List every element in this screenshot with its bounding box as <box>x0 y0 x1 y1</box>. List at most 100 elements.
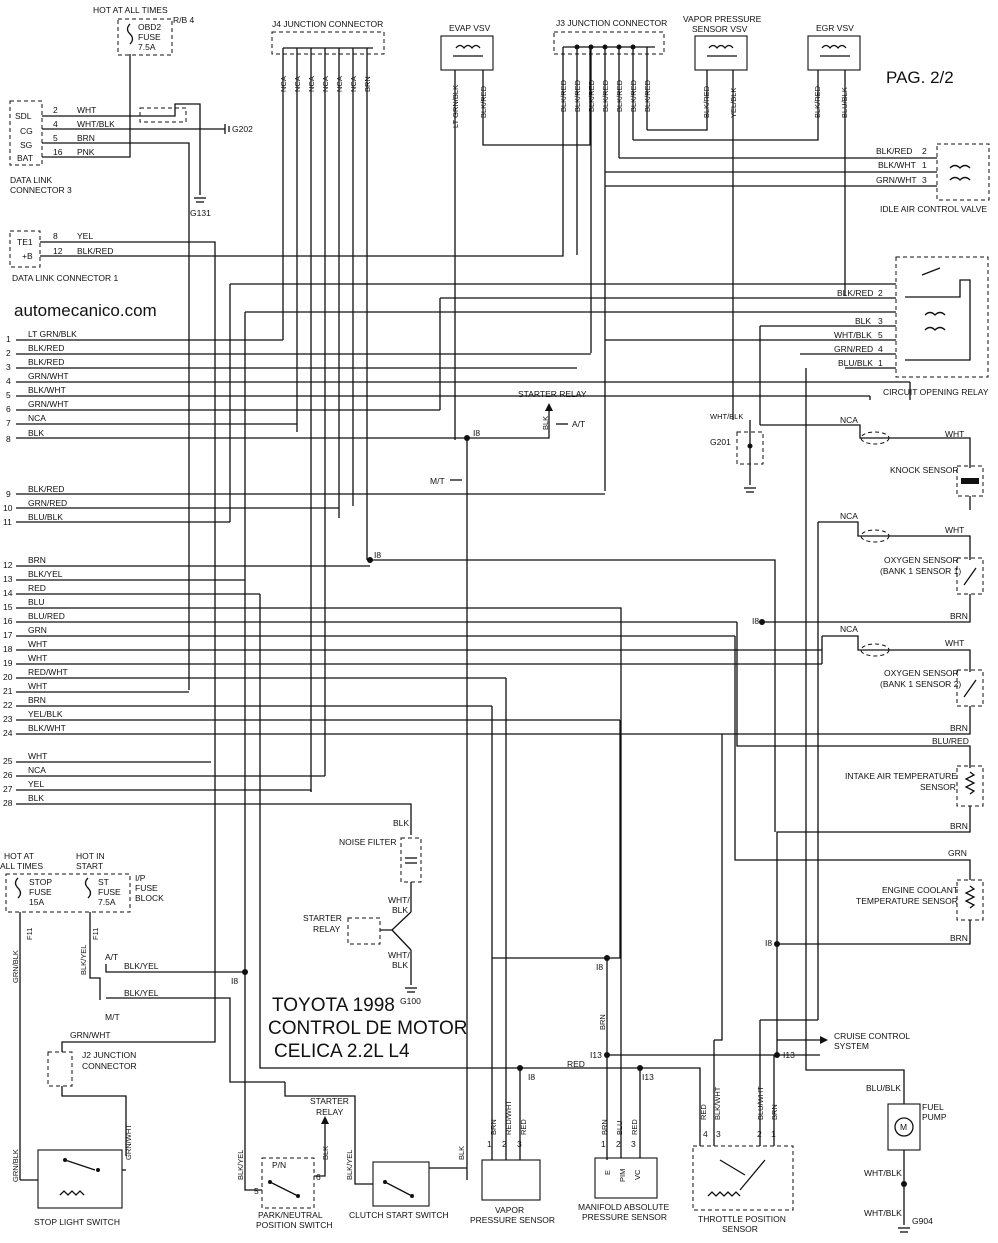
obd2-fuse-block: R/B 4 <box>173 15 195 25</box>
harness-num: 6 <box>6 404 11 414</box>
fp-label-2: PUMP <box>922 1112 947 1122</box>
knock-label: KNOCK SENSOR <box>890 465 959 475</box>
harness-num: 14 <box>3 588 13 598</box>
harness-num: 10 <box>3 503 13 513</box>
cor-num-2: 3 <box>878 316 883 326</box>
fuse-right-hdr-1: HOT IN <box>76 851 105 861</box>
evap-vsv: EVAP VSV LT GRN/BLK BLK/RED <box>440 23 591 440</box>
title-line-1: TOYOTA 1998 <box>272 995 395 1016</box>
harness-color: WHT <box>28 639 47 649</box>
iac-num-1: 2 <box>922 146 927 156</box>
splice-i8-fuse: I8 <box>231 976 238 986</box>
page-number: PAG. 2/2 <box>886 68 954 87</box>
ecm-harness: 1 2 3 4 5 6 7 8 9 10 11 12 13 14 15 16 1… <box>3 329 910 835</box>
iac-color-3: GRN/WHT <box>876 175 917 185</box>
harness-color: BLU <box>28 597 45 607</box>
red-label: RED <box>567 1059 585 1069</box>
iat-label-2: SENSOR <box>920 782 956 792</box>
engine-coolant-temperature-sensor: GRN ENGINE COOLANT TEMPERATURE SENSOR BR… <box>734 636 984 948</box>
cor-num-1: 2 <box>878 288 883 298</box>
knock-element-icon <box>961 478 979 484</box>
pn-tag: P/N <box>272 1160 286 1170</box>
harness-color: WHT <box>28 751 47 761</box>
fp-bottom-wire-2: WHT/BLK <box>864 1208 902 1218</box>
pn-right-wire: BLK <box>321 1146 330 1160</box>
cor-color-2: BLK <box>855 316 871 326</box>
splice-i8-top: I8 <box>473 428 480 438</box>
oxygen-sensor-1: NCA WHT OXYGEN SENSOR (BANK 1 SENSOR 1) … <box>752 511 984 626</box>
harness-color: GRN/WHT <box>28 399 69 409</box>
title-line-3: CELICA 2.2L L4 <box>274 1041 410 1062</box>
cor-color-5: BLU/BLK <box>838 358 873 368</box>
nf-whtblk-1: WHT/ <box>388 895 410 905</box>
vps-pin1: 1 <box>487 1139 492 1149</box>
f11-left: F11 <box>25 928 34 940</box>
tps-pin3: 3 <box>716 1129 721 1139</box>
ect-label-1: ENGINE COOLANT <box>882 885 958 895</box>
st-fuse-2: FUSE <box>98 887 121 897</box>
pn-label-1: PARK/NEUTRAL <box>258 1210 323 1220</box>
pn-left-wire: BLK/YEL <box>236 1150 245 1180</box>
vps-c3: RED <box>519 1119 528 1135</box>
iat-label-1: INTAKE AIR TEMPERATURE <box>845 771 957 781</box>
harness-num: 9 <box>6 489 11 499</box>
harness-color: BRN <box>28 695 46 705</box>
dlc3-color-3: BRN <box>77 133 95 143</box>
ground-g131-label: G131 <box>190 208 211 218</box>
cor-color-4: GRN/RED <box>834 344 873 354</box>
splice-i8-label: I8 <box>374 550 381 560</box>
oxygen-sensor-2: NCA WHT OXYGEN SENSOR (BANK 1 SENSOR 2) … <box>722 624 984 735</box>
harness-num: 23 <box>3 714 13 724</box>
map-label-1: MANIFOLD ABSOLUTE <box>578 1202 669 1212</box>
map-c2: BLU <box>615 1120 624 1135</box>
dlc1-num-12: 12 <box>53 246 63 256</box>
motor-icon: M <box>900 1122 907 1132</box>
coil-icon <box>821 44 847 50</box>
relay-switch-icon <box>921 267 941 276</box>
dlc3-label-1: DATA LINK <box>10 175 53 185</box>
harness-color: BLK/RED <box>28 343 64 353</box>
harness-color: BLK <box>28 793 44 803</box>
dlc3-color-1: WHT <box>77 105 96 115</box>
vapor-pressure-sensor: 1 2 3 BRN RED/WHT RED VAPOR PRESSURE SEN… <box>470 678 607 1225</box>
clutch-start-switch: BLK/YEL BLK CLUTCH START SWITCH <box>284 1082 467 1220</box>
tps-label-1: THROTTLE POSITION <box>698 1214 786 1224</box>
harness-num: 16 <box>3 616 13 626</box>
g201-wire: WHT/BLK <box>710 412 743 421</box>
park-neutral-position-switch: BLK/YEL P/N 5 6 BLK PARK/NEUTRAL POSITIO… <box>236 1122 333 1230</box>
harness-color: WHT <box>28 681 47 691</box>
cruise-label-2: SYSTEM <box>834 1041 869 1051</box>
switch-contact-icon <box>719 1159 746 1176</box>
harness-color: BLK/RED <box>28 357 64 367</box>
harness-color: NCA <box>28 413 46 423</box>
o2s2-label-1: OXYGEN SENSOR <box>884 668 959 678</box>
harness-color: BLK <box>28 428 44 438</box>
map-c1: BRN <box>600 1119 609 1135</box>
nf-label: NOISE FILTER <box>339 837 396 847</box>
o2-element-icon <box>963 679 977 698</box>
dlc3-color-2: WHT/BLK <box>77 119 115 129</box>
tps-c4: RED <box>699 1104 708 1120</box>
tps-c3: BLK/WHT <box>713 1086 722 1120</box>
vps-label-2: PRESSURE SENSOR <box>470 1215 555 1225</box>
harness-num: 27 <box>3 784 13 794</box>
nf-blk-2: BLK <box>392 960 408 970</box>
dlc1-pin-te1: TE1 <box>17 237 33 247</box>
thermistor-icon <box>964 885 976 909</box>
iac-color-1: BLK/RED <box>876 146 912 156</box>
fuse-right-hdr-2: START <box>76 861 103 871</box>
dlc1-pin-b: +B <box>22 251 33 261</box>
iat-bottom-wire: BRN <box>950 821 968 831</box>
iac-label: IDLE AIR CONTROL VALVE <box>880 204 987 214</box>
harness-num: 25 <box>3 756 13 766</box>
map-c3: RED <box>630 1119 639 1135</box>
harness-num: 19 <box>3 658 13 668</box>
fuse-at: A/T <box>105 952 118 962</box>
iac-num-3: 3 <box>922 175 927 185</box>
sr-bottom-1: STARTER <box>310 1096 349 1106</box>
fuse-symbol-icon <box>126 23 134 45</box>
starter-relay-top-label: STARTER RELAY <box>518 389 587 399</box>
harness-color: BRN <box>28 555 46 565</box>
dlc3-pin-bat: BAT <box>17 153 33 163</box>
